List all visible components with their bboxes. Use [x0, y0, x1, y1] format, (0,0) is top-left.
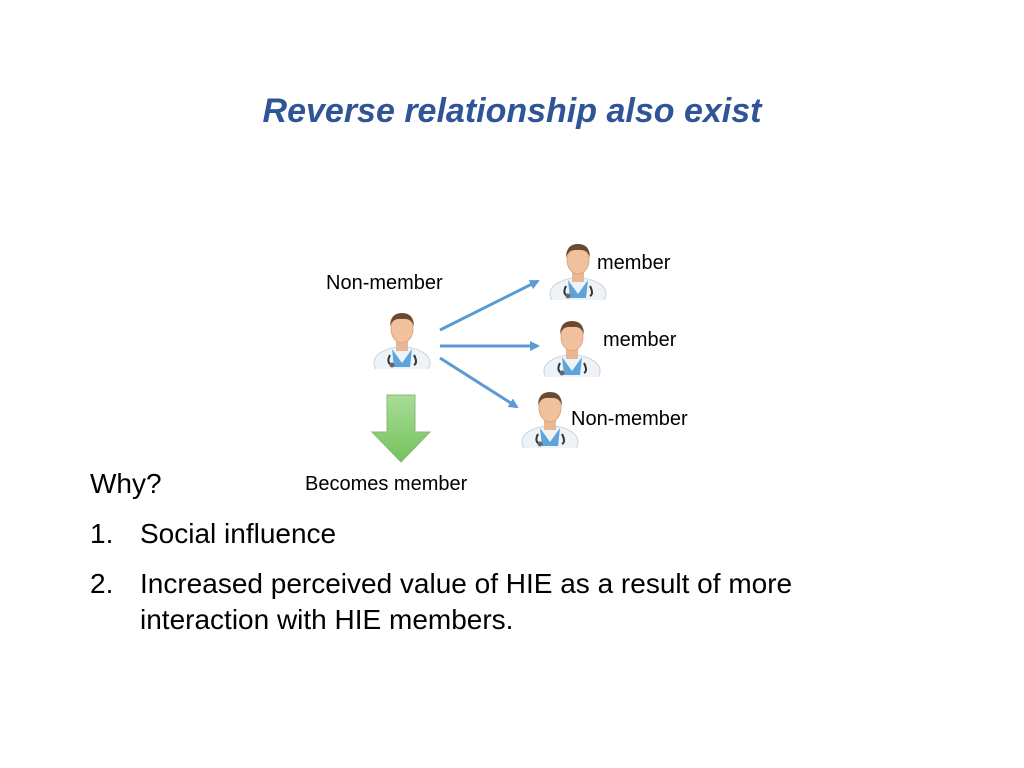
slide-title: Reverse relationship also exist: [262, 92, 762, 130]
arrow-to-non-member: [439, 356, 519, 409]
target-label-1: member: [597, 252, 671, 274]
doctor-icon: [543, 320, 601, 377]
list-number: 2.: [90, 568, 114, 599]
reason-list: 1. Social influence 2. Increased perceiv…: [90, 516, 920, 652]
list-text: Social influence: [140, 518, 337, 549]
why-heading: Why?: [90, 468, 162, 499]
target-label-3: Non-member: [571, 408, 688, 430]
arrow-to-member-1: [439, 279, 540, 332]
list-item: 2. Increased perceived value of HIE as a…: [90, 566, 920, 638]
target-label-2: member: [603, 329, 677, 351]
down-arrow-icon: [370, 394, 432, 463]
source-label: Non-member: [326, 272, 443, 294]
doctor-icon: [373, 312, 431, 369]
becomes-member-label: Becomes member: [305, 473, 468, 495]
list-item: 1. Social influence: [90, 516, 920, 552]
list-number: 1.: [90, 518, 114, 549]
list-text: Increased perceived value of HIE as a re…: [140, 568, 793, 635]
